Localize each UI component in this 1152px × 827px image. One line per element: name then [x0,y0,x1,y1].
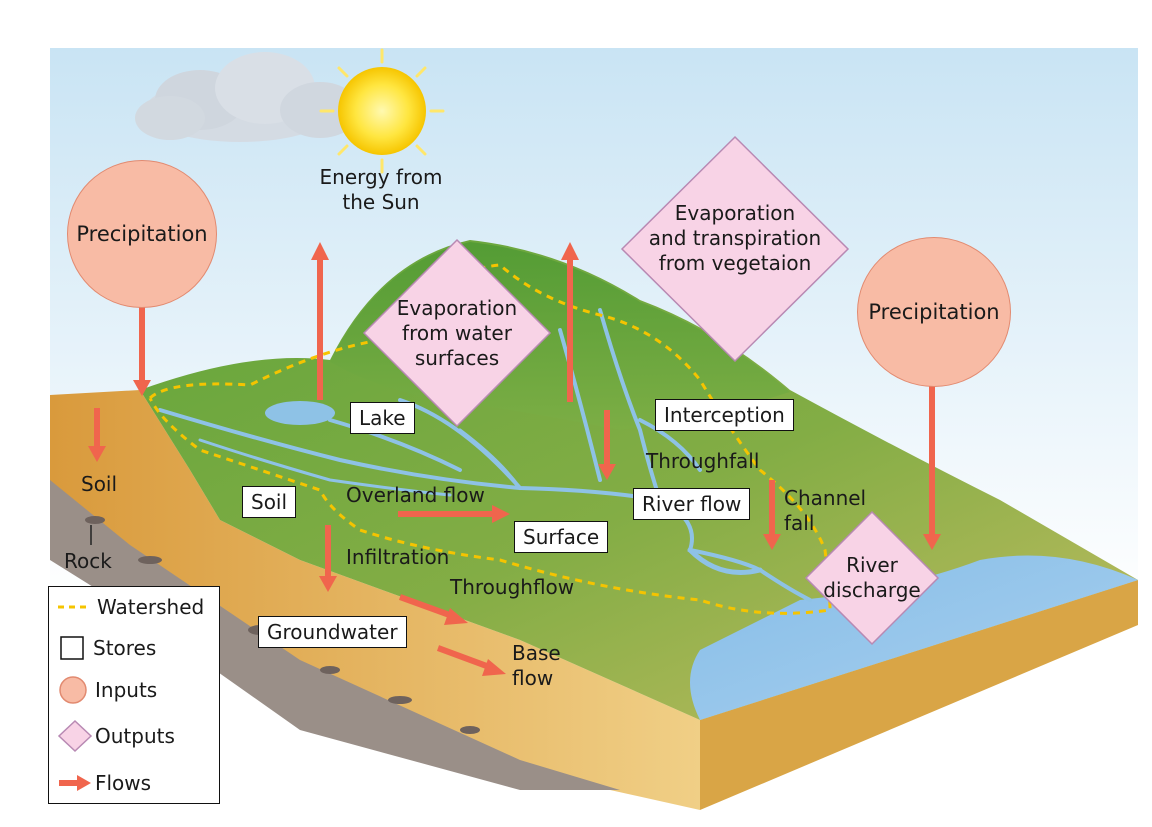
flow-throughfall-label: Throughfall [646,449,760,473]
legend-stores: Stores [57,633,156,663]
energy-from-sun-label: Energy from the Sun [319,165,443,214]
watershed-dash-icon [58,605,90,609]
flow-base-label: Base flow [512,641,561,690]
flow-arrows [88,242,941,676]
lake-water [265,401,335,425]
river-network [158,308,812,602]
store-interception: Interception [655,399,794,431]
layer-rock-label: Rock [64,549,112,573]
soil-layer-front [50,390,700,810]
flow-channel-fall-label: Channel fall [784,486,867,535]
evaporation-vegetation-output: Evaporation and transpiration from veget… [620,135,850,363]
legend-flows: Flows [57,768,151,798]
legend-watershed: Watershed [57,592,204,622]
evaporation-water-output: Evaporation from water surfaces [362,238,552,428]
legend-inputs: Inputs [57,675,157,705]
store-lake: Lake [350,402,415,434]
store-river-flow: River flow [633,488,751,520]
flow-overland-label: Overland flow [346,483,485,507]
store-soil: Soil [242,486,297,518]
cloud-icon [135,52,360,142]
layer-soil-label: Soil [81,472,118,496]
flow-throughflow-label: Throughflow [450,575,575,599]
rock-layer [50,480,620,790]
legend: Watershed Stores Inputs Outputs Flows [48,586,220,804]
precipitation-input-left: Precipitation [67,160,217,308]
sun-icon [319,48,445,174]
store-groundwater: Groundwater [258,616,407,648]
store-box-icon [60,636,84,660]
store-surface: Surface [514,521,609,553]
input-circle-icon [59,676,87,704]
precipitation-input-right: Precipitation [857,237,1011,387]
flow-arrow-icon [59,775,91,791]
diamond-shape [362,238,552,428]
diamond-shape [804,510,940,646]
river-discharge-output: River discharge [804,510,940,646]
river-sea [690,555,1138,720]
output-diamond-icon [57,719,93,753]
flow-infiltration-label: Infiltration [346,545,450,569]
soil-layer-right [700,580,1138,810]
diamond-shape [620,135,850,363]
legend-outputs: Outputs [57,719,175,753]
